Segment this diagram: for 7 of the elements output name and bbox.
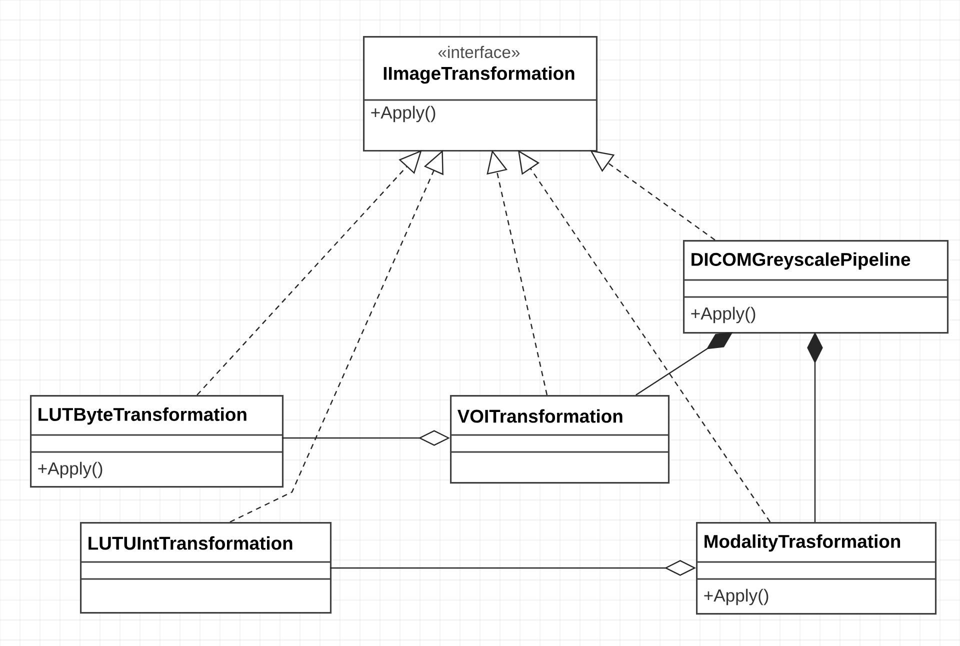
interface-box: «interface» IImageTransformation +Apply() xyxy=(363,36,598,152)
class-box: LUTUIntTransformation xyxy=(80,522,332,614)
class-box: LUTByteTransformation +Apply() xyxy=(30,395,284,488)
dashed-arrow xyxy=(196,150,422,396)
class-box: VOITransformation xyxy=(450,395,670,484)
class-box: ModalityTrasformation +Apply() xyxy=(696,522,937,615)
class-box: DICOMGreyscalePipeline +Apply() xyxy=(683,240,949,334)
